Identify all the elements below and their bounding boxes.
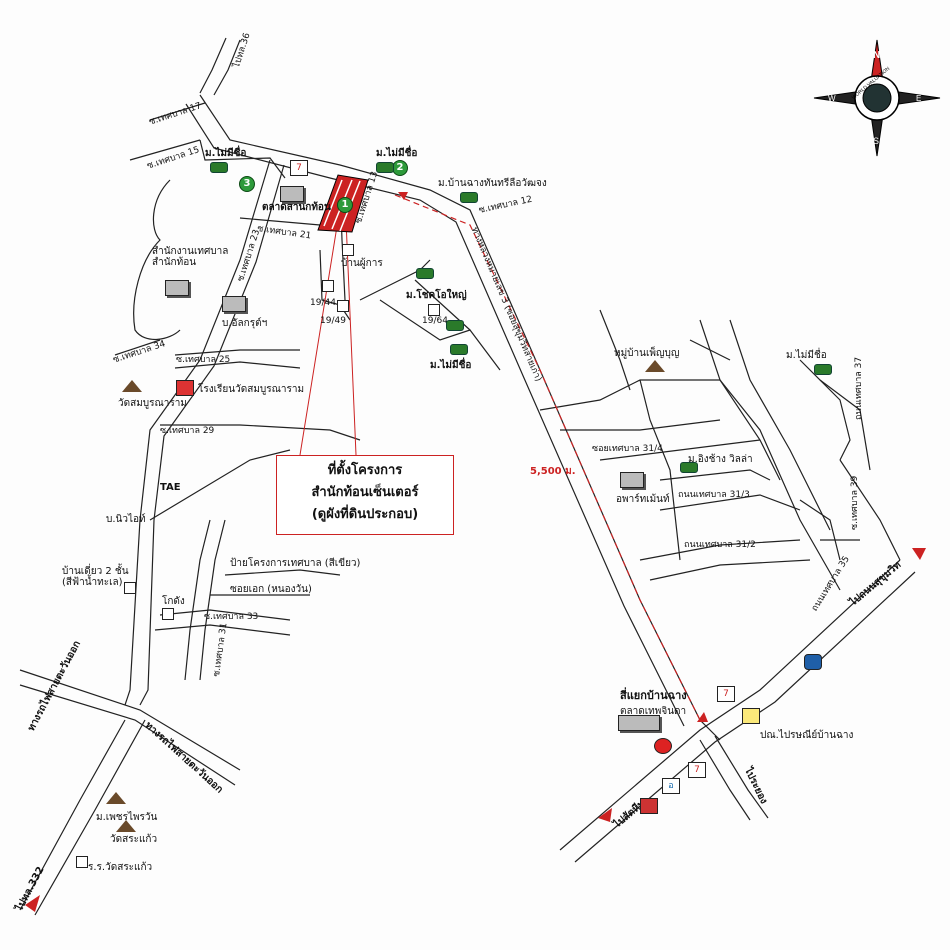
compass-west: W	[828, 94, 836, 103]
road-left-main	[124, 159, 271, 706]
label-road-39: ซ.เทศบาล 39	[850, 475, 860, 530]
seven-eleven-icon: 7	[688, 762, 706, 778]
sukhumvit-road	[559, 559, 901, 851]
seven-eleven-icon: 7	[290, 160, 308, 176]
label-wat-saket: วัดสระแก้ว	[110, 834, 158, 845]
apartment-building-icon	[620, 472, 644, 488]
label-market-office: ตลาดสำนักท้อน	[262, 202, 331, 213]
bank-icon	[804, 654, 822, 670]
label-wat-sombun: วัดสมบูรณาราม	[118, 398, 187, 409]
label-two-storey-house: บ้านเดี่ยว 2 ชั้น (สีฟ้าน้ำทะเล)	[62, 566, 129, 588]
label-distance: 5,500 ม.	[530, 466, 576, 477]
label-ban-phukan: บ้านผู้การ	[341, 258, 383, 269]
label-road-31-4: ซอยเทศบาล 31/4	[592, 444, 663, 454]
label-banchang-junction: สี่แยกบ้านฉาง	[620, 689, 687, 702]
house-icon	[337, 300, 349, 312]
arrow-to-sattahip	[598, 808, 612, 822]
label-village-ingcharn: ม.อิงช้าง วิลล่า	[688, 454, 753, 465]
label-muni-sign: ป้ายโครงการเทศบาล (สีเขียว)	[230, 558, 361, 569]
label-village-right: หมู่บ้านเพ็ญบุญ	[614, 348, 680, 359]
village-car-icon	[450, 344, 468, 355]
label-tae: TAE	[160, 482, 181, 493]
o-shop-icon: อ	[662, 778, 680, 794]
label-school: โรงเรียนวัดสมบูรณาราม	[198, 384, 305, 395]
market-building-icon	[618, 715, 660, 731]
project-location-box: ที่ตั้งโครงการ สำนักท้อนเซ็นเตอร์ (ดูผัง…	[276, 455, 454, 535]
arrow-to-332	[25, 895, 40, 912]
village-car-icon	[210, 162, 228, 173]
label-water-tank: โกดัง	[162, 596, 185, 607]
temple-icon	[116, 820, 136, 832]
railway	[19, 669, 241, 771]
company-building-icon	[222, 296, 246, 312]
label-soi-25: ซ.เทศบาล 25	[176, 355, 231, 365]
village-car-icon	[446, 320, 464, 331]
label-company-oil: บ.อัลกรุต์ฯ	[222, 318, 268, 329]
village-house-icon	[645, 360, 665, 372]
compass-east: E	[916, 94, 921, 103]
village-car-icon	[460, 192, 478, 203]
label-road-37: ถนนเทศบาล 37	[854, 356, 864, 420]
marker-2: 2	[392, 160, 408, 176]
distance-route	[394, 194, 701, 721]
house-icon	[322, 280, 334, 292]
label-soi-29: ซ.เทศบาล 29	[160, 426, 215, 436]
label-village-nameless-4: ม.ไม่มีชื่อ	[786, 350, 827, 361]
muni-office-building-icon	[165, 280, 189, 296]
label-village-banchang: ม.บ้านฉางทันทรีลือวัฒจง	[438, 178, 547, 189]
label-company-niwa: บ.นิวไอท์	[106, 514, 146, 525]
project-title: ที่ตั้งโครงการ	[327, 463, 403, 478]
compass-south: S	[873, 136, 879, 146]
label-road-31-2: ถนนเทศบาล 31/2	[684, 540, 756, 550]
label-soi-33: ซ.เทศบาล 33	[204, 612, 259, 622]
label-village-phet: ม.เพชรไพรวัน	[96, 812, 158, 823]
label-apartment: อพาร์ทเม้นท์	[616, 494, 670, 505]
label-house-19-44: 19/44	[310, 298, 336, 308]
market-office-building-icon	[280, 186, 304, 202]
label-village-nameless-3: ม.ไม่มีชื่อ	[430, 360, 472, 371]
seven-eleven-icon: 7	[717, 686, 735, 702]
label-soi-nongwang: ซอยเอก (หนองวัน)	[230, 584, 312, 595]
label-market-banchang: ตลาดเทพจินดา	[620, 706, 687, 717]
village-car-icon	[680, 462, 698, 473]
label-village-nameless-2: ม.ไม่มีชื่อ	[376, 148, 418, 159]
village-house-icon	[106, 792, 126, 804]
compass-north: N	[873, 50, 880, 61]
label-road-31-3: ถนนเทศบาล 31/3	[678, 490, 750, 500]
village-car-icon	[814, 364, 832, 375]
flag-icon	[176, 380, 194, 396]
village-car-icon	[416, 268, 434, 279]
kasikorn-icon	[654, 738, 672, 754]
arrow-to-sukhumvit	[912, 548, 926, 560]
village-car-icon	[376, 162, 394, 173]
label-house-19-64: 19/64	[422, 316, 448, 326]
marker-3: 3	[239, 176, 255, 192]
mail-icon	[742, 708, 760, 724]
project-note: (ดูผังที่ดินประกอบ)	[311, 507, 419, 522]
ptt-icon	[640, 798, 658, 814]
house-icon	[124, 582, 136, 594]
house-icon	[342, 244, 354, 256]
house-icon	[428, 304, 440, 316]
temple-icon	[122, 380, 142, 392]
compass-rose-icon: N S W E WORLD VALUATION	[813, 39, 941, 157]
label-school-wat: ร.ร.วัดสระแก้ว	[88, 862, 153, 873]
project-name: สำนักท้อนเซ็นเตอร์	[311, 485, 419, 500]
school-icon	[76, 856, 88, 868]
road-to-36	[213, 39, 241, 96]
water-tank-icon	[162, 608, 174, 620]
label-muni-office: สำนักงานเทศบาล สำนักท้อน	[152, 246, 229, 268]
label-house-19-49: 19/49	[320, 316, 346, 326]
marker-project-1: 1	[337, 197, 353, 213]
label-post-office: ปณ.ไปรษณีย์บ้านฉาง	[760, 730, 854, 741]
label-village-lobsai: ม.โชคโอใหญ่	[406, 290, 467, 301]
label-village-nameless-1: ม.ไม่มีชื่อ	[205, 148, 247, 159]
